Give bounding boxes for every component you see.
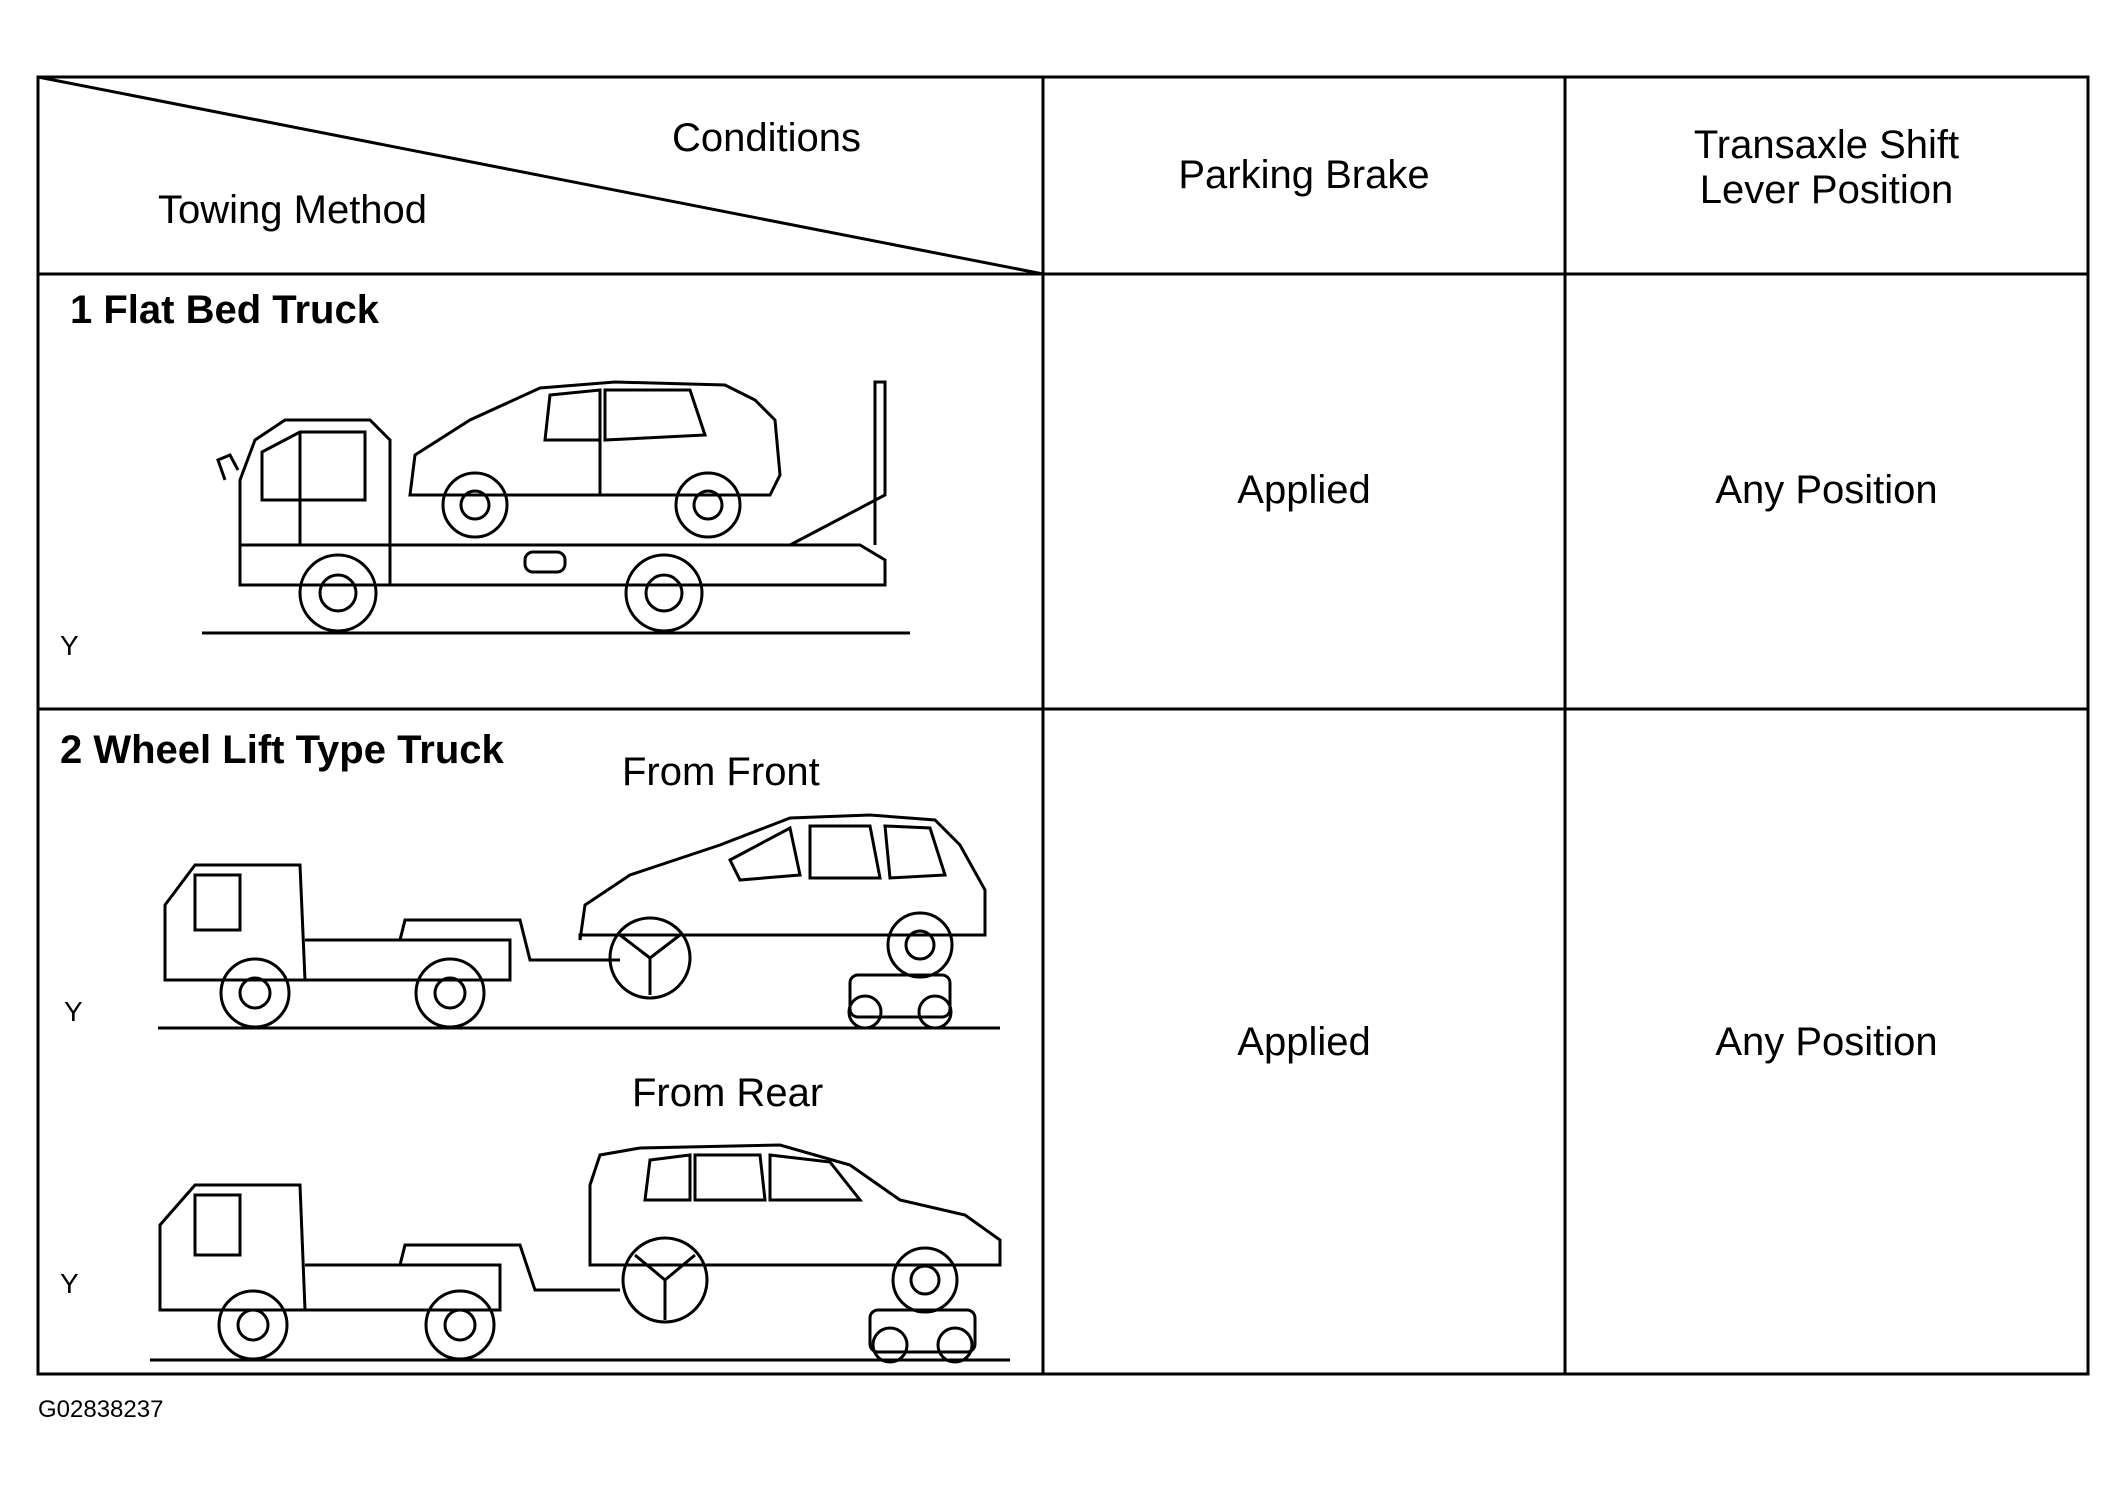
flat-bed-truck-illustration xyxy=(202,380,910,635)
method-wheel-lift-truck: 2 Wheel Lift Type Truck xyxy=(60,728,504,772)
parking-brake-value: Applied xyxy=(1237,1020,1371,1064)
header-diagonal xyxy=(37,75,1044,276)
method-flat-bed-truck: 1 Flat Bed Truck xyxy=(70,288,379,332)
marker-y: Y xyxy=(60,630,79,661)
parking-brake-value: Applied xyxy=(1237,468,1371,512)
marker-y: Y xyxy=(64,996,83,1027)
table-frame xyxy=(36,75,2090,1376)
shift-lever-header-line2: Lever Position xyxy=(1699,168,1954,212)
shift-lever-value: Any Position xyxy=(1715,1020,1938,1064)
wheel-lift-front-illustration xyxy=(158,813,1000,1030)
shift-lever-header-line1: Transaxle Shift xyxy=(1693,123,1960,167)
conditions-header: Conditions xyxy=(672,116,862,160)
marker-y: Y xyxy=(60,1268,79,1299)
towing-method-header: Towing Method xyxy=(158,188,428,232)
from-rear-label: From Rear xyxy=(632,1071,824,1115)
figure-id: G02838237 xyxy=(38,1396,164,1423)
shift-lever-value: Any Position xyxy=(1715,468,1938,512)
from-front-label: From Front xyxy=(622,750,820,794)
parking-brake-header: Parking Brake xyxy=(1178,153,1430,197)
wheel-lift-rear-illustration xyxy=(150,1143,1010,1364)
